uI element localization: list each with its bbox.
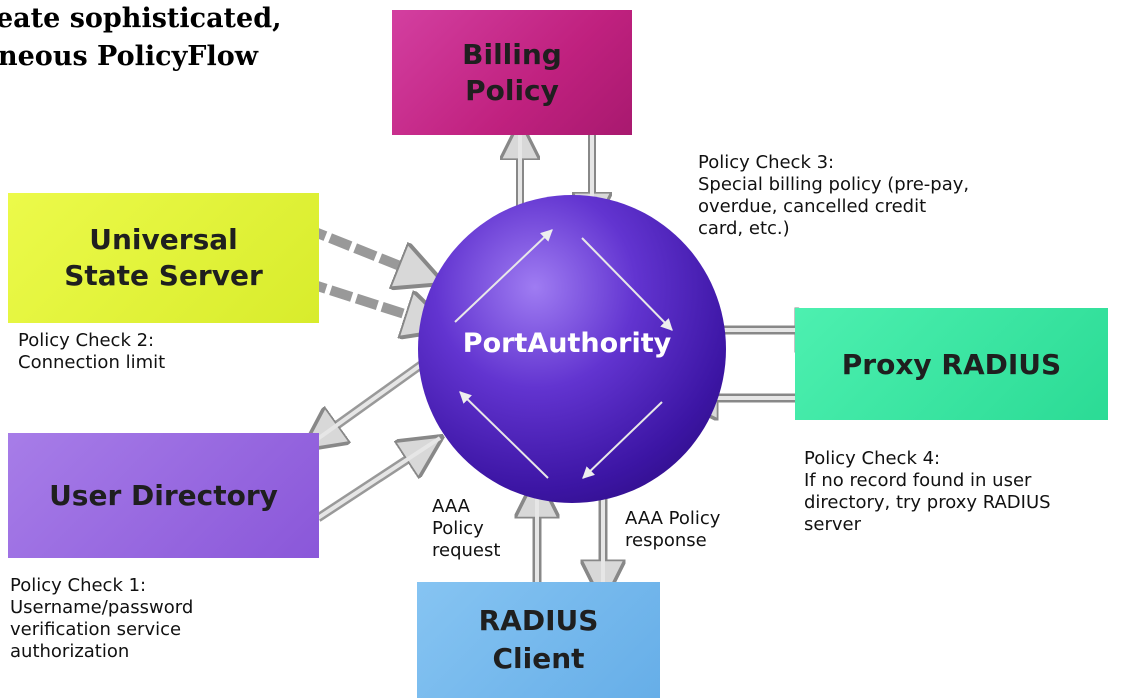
heading-line-2: neous PolicyFlow	[0, 41, 258, 72]
proxy-radius-box: Proxy RADIUS	[795, 308, 1108, 420]
hub-label: PortAuthority	[462, 327, 672, 359]
flow-arrow-billing-to-proxy	[581, 237, 673, 331]
flow-arrow-proxy-to-client	[582, 401, 663, 479]
heading-line-1: eate sophisticated,	[0, 3, 282, 34]
billing-policy-box: Billing Policy	[392, 10, 632, 135]
policy-check-2-label: Policy Check 2: Connection limit	[18, 330, 166, 373]
flow-arrow-client-to-uss	[459, 391, 549, 479]
uss-line-1: Universal	[89, 223, 238, 256]
aaa-policy-request-label: AAA Policy request	[432, 496, 501, 561]
radius-client-line-1: RADIUS	[478, 604, 599, 637]
flow-arrow-uss-to-billing	[454, 229, 553, 323]
portauthority-hub: PortAuthority	[418, 195, 726, 503]
billing-line-2: Policy	[465, 73, 559, 107]
uss-line-2: State Server	[64, 259, 263, 292]
arrow-uss-to-hub-1	[303, 223, 440, 282]
aaa-policy-response-label: AAA Policy response	[625, 508, 721, 551]
user-directory-label: User Directory	[49, 479, 278, 512]
policy-check-3-label: Policy Check 3: Special billing policy (…	[698, 152, 970, 239]
radius-client-box: RADIUS Client	[417, 582, 660, 698]
billing-line-1: Billing	[462, 37, 562, 71]
policy-check-1-label: Policy Check 1: Username/password verifi…	[10, 575, 194, 662]
proxy-radius-label: Proxy RADIUS	[841, 347, 1062, 381]
radius-client-line-2: Client	[492, 642, 585, 675]
universal-state-server-box: Universal State Server	[8, 193, 319, 323]
policy-check-4-label: Policy Check 4: If no record found in us…	[804, 448, 1051, 535]
user-directory-box: User Directory	[8, 433, 319, 558]
